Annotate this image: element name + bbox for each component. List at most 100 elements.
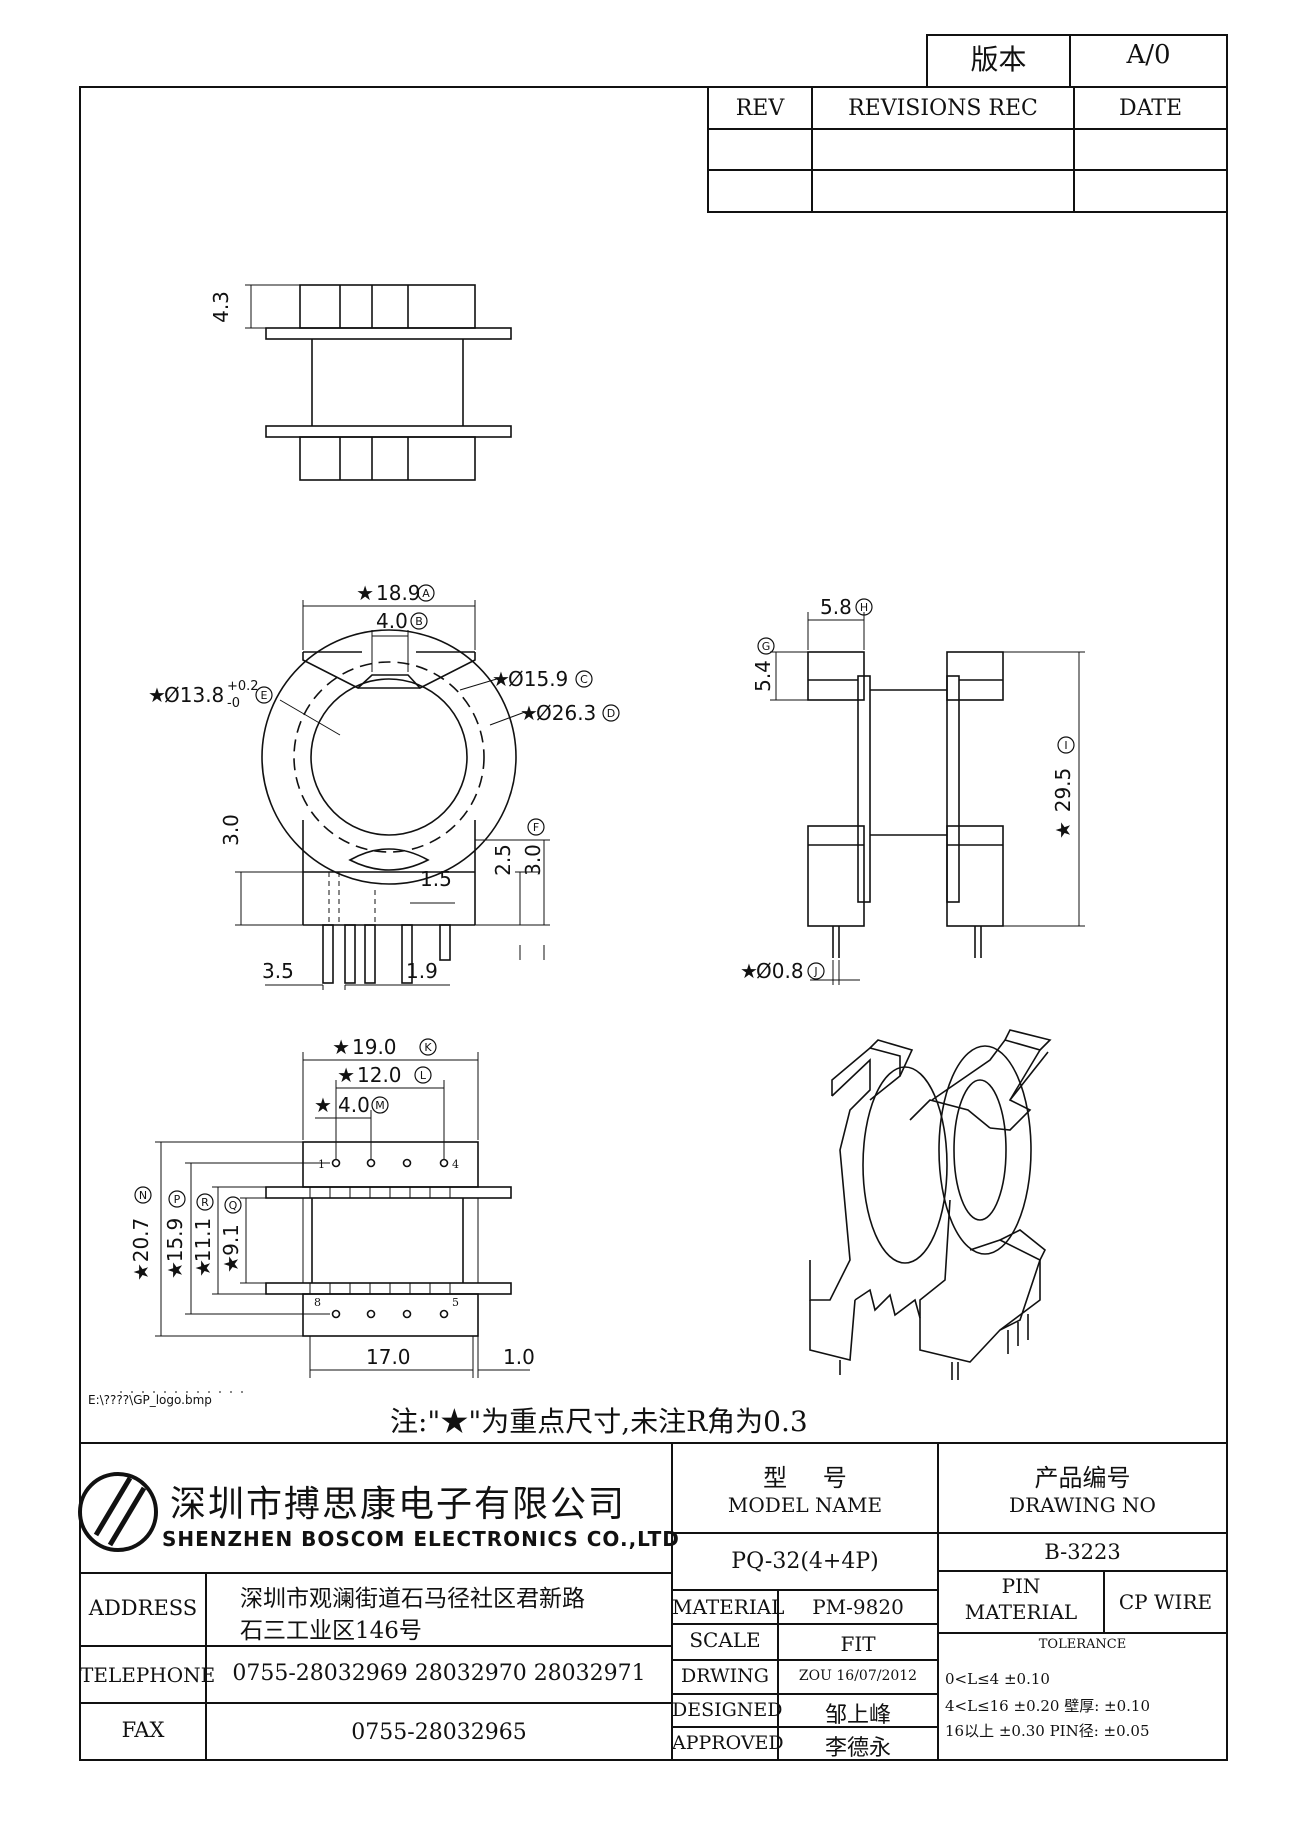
- dim-d-star: ★: [520, 701, 538, 725]
- dim-e-star: ★: [148, 683, 166, 707]
- top-view: [245, 284, 512, 481]
- designed-label: DESIGNED: [672, 1699, 783, 1721]
- model-label-cn: 型 号: [763, 1464, 847, 1492]
- revisions-rec-header: REVISIONS REC: [848, 96, 1038, 121]
- dim-e-tol-upper: +0.2: [227, 679, 259, 694]
- dim-l-star: ★: [337, 1063, 355, 1087]
- dim-offset: 1.0: [503, 1345, 535, 1369]
- version-value: A/0: [1126, 40, 1171, 70]
- svg-text:L: L: [420, 1069, 427, 1082]
- circle-letter-c: C: [575, 670, 593, 688]
- circle-letter-a: A: [417, 584, 435, 602]
- dim-m-star: ★: [314, 1093, 332, 1117]
- circle-letter-h: H: [855, 598, 873, 616]
- drawing-no-value: B-3223: [1044, 1540, 1121, 1564]
- dim-pin-diameter: Ø0.8: [756, 959, 804, 983]
- scale-value: FIT: [840, 1632, 876, 1656]
- dim-c-star: ★: [492, 667, 510, 691]
- sheet-border: [79, 86, 1228, 1761]
- svg-text:H: H: [860, 601, 868, 614]
- telephone-label: TELEPHONE: [80, 1663, 216, 1687]
- dim-length: 17.0: [366, 1345, 411, 1369]
- dim-b: 4.0: [376, 609, 408, 633]
- svg-text:A: A: [422, 587, 430, 600]
- fax-label: FAX: [121, 1718, 165, 1742]
- dim-front-left-height: 3.0: [219, 814, 243, 846]
- dim-side-height-star: ★: [1051, 821, 1075, 839]
- approved-label: APPROVED: [672, 1732, 784, 1754]
- dim-front-2-5: 2.5: [491, 844, 515, 876]
- svg-text:B: B: [415, 615, 423, 628]
- material-value: PM-9820: [812, 1595, 904, 1619]
- svg-text:I: I: [1064, 739, 1067, 752]
- dim-c: Ø15.9: [508, 667, 568, 691]
- isometric-view: [809, 1029, 1052, 1380]
- dim-q: 9.1: [219, 1224, 243, 1256]
- svg-text:M: M: [375, 1099, 385, 1112]
- circle-letter-q: Q: [224, 1196, 242, 1214]
- tolerance-row-1: 0<L≤4 ±0.10: [945, 1670, 1050, 1688]
- dim-f: 3.0: [521, 844, 545, 876]
- circle-letter-f: F: [527, 818, 545, 836]
- dim-front-3-5: 3.5: [262, 959, 294, 983]
- dim-d: Ø26.3: [536, 701, 596, 725]
- rev-header: REV: [735, 96, 785, 121]
- circle-letter-l: L: [414, 1066, 432, 1084]
- dim-l: 12.0: [357, 1063, 402, 1087]
- drawing-no-label-cn: 产品编号: [1034, 1464, 1131, 1492]
- circle-letter-p: P: [168, 1190, 186, 1208]
- dim-front-1-9: 1.9: [406, 959, 438, 983]
- dim-k-star: ★: [332, 1035, 350, 1059]
- circle-letter-e: E: [255, 686, 273, 704]
- pin-number-8: 8: [314, 1296, 321, 1309]
- dim-p: 15.9: [163, 1218, 187, 1263]
- svg-text:C: C: [580, 673, 588, 686]
- svg-text:Q: Q: [229, 1199, 238, 1212]
- circle-letter-d: D: [602, 704, 620, 722]
- company-name-cn: 深圳市搏思康电子有限公司: [170, 1484, 627, 1525]
- material-label: MATERIAL: [672, 1595, 785, 1619]
- designed-value: 邹上峰: [824, 1703, 891, 1728]
- date-header: DATE: [1118, 96, 1183, 121]
- dim-k: 19.0: [352, 1035, 397, 1059]
- dim-n-star: ★: [129, 1263, 153, 1281]
- pin-number-1: 1: [318, 1158, 325, 1171]
- dim-n: 20.7: [129, 1218, 153, 1263]
- circle-letter-i: I: [1057, 736, 1075, 754]
- dim-m: 4.0: [338, 1093, 370, 1117]
- svg-text:E: E: [261, 689, 268, 702]
- dim-h: 5.8: [820, 595, 852, 619]
- bottom-view: [120, 1052, 530, 1393]
- approved-value: 李德永: [824, 1736, 891, 1761]
- drawing-no-label-en: DRAWING NO: [1009, 1493, 1156, 1517]
- circle-letter-g: G: [757, 637, 775, 655]
- tolerance-label: TOLERANCE: [1038, 1637, 1127, 1652]
- circle-letter-k: K: [419, 1038, 437, 1056]
- dim-top-height: 4.3: [209, 291, 233, 323]
- pin-material-label: PIN MATERIAL: [964, 1574, 1078, 1624]
- svg-text:P: P: [174, 1193, 181, 1206]
- drawing-note: 注:"★"为重点尺寸,未注R角为0.3: [390, 1405, 808, 1438]
- dim-a-star: ★: [356, 581, 374, 605]
- circle-letter-b: B: [410, 612, 428, 630]
- svg-text:F: F: [533, 821, 539, 834]
- dim-g: 5.4: [751, 660, 775, 692]
- svg-text:J: J: [813, 965, 817, 978]
- dim-front-1-5: 1.5: [420, 867, 452, 891]
- drwing-label: DRWING: [681, 1665, 769, 1687]
- fax-value: 0755-28032965: [351, 1720, 527, 1745]
- address-line1: 深圳市观澜街道石马径社区君新路: [240, 1586, 585, 1612]
- circle-letter-j: J: [807, 962, 825, 980]
- version-label: 版本: [970, 43, 1027, 76]
- dim-a: 18.9: [376, 581, 421, 605]
- drwing-value: ZOU 16/07/2012: [798, 1668, 918, 1684]
- dim-q-star: ★: [219, 1255, 243, 1273]
- company-name-en: SHENZHEN BOSCOM ELECTRONICS CO.,LTD: [162, 1527, 680, 1551]
- telephone-value: 0755-28032969 28032970 28032971: [232, 1661, 646, 1686]
- svg-text:N: N: [139, 1189, 147, 1202]
- svg-text:G: G: [762, 640, 771, 653]
- dim-e-tol-lower: -0: [227, 696, 240, 711]
- revision-table: [707, 86, 1228, 213]
- pin-material-value: CP WIRE: [1118, 1590, 1213, 1614]
- tolerance-row-2: 4<L≤16 ±0.20 壁厚: ±0.10: [945, 1697, 1151, 1715]
